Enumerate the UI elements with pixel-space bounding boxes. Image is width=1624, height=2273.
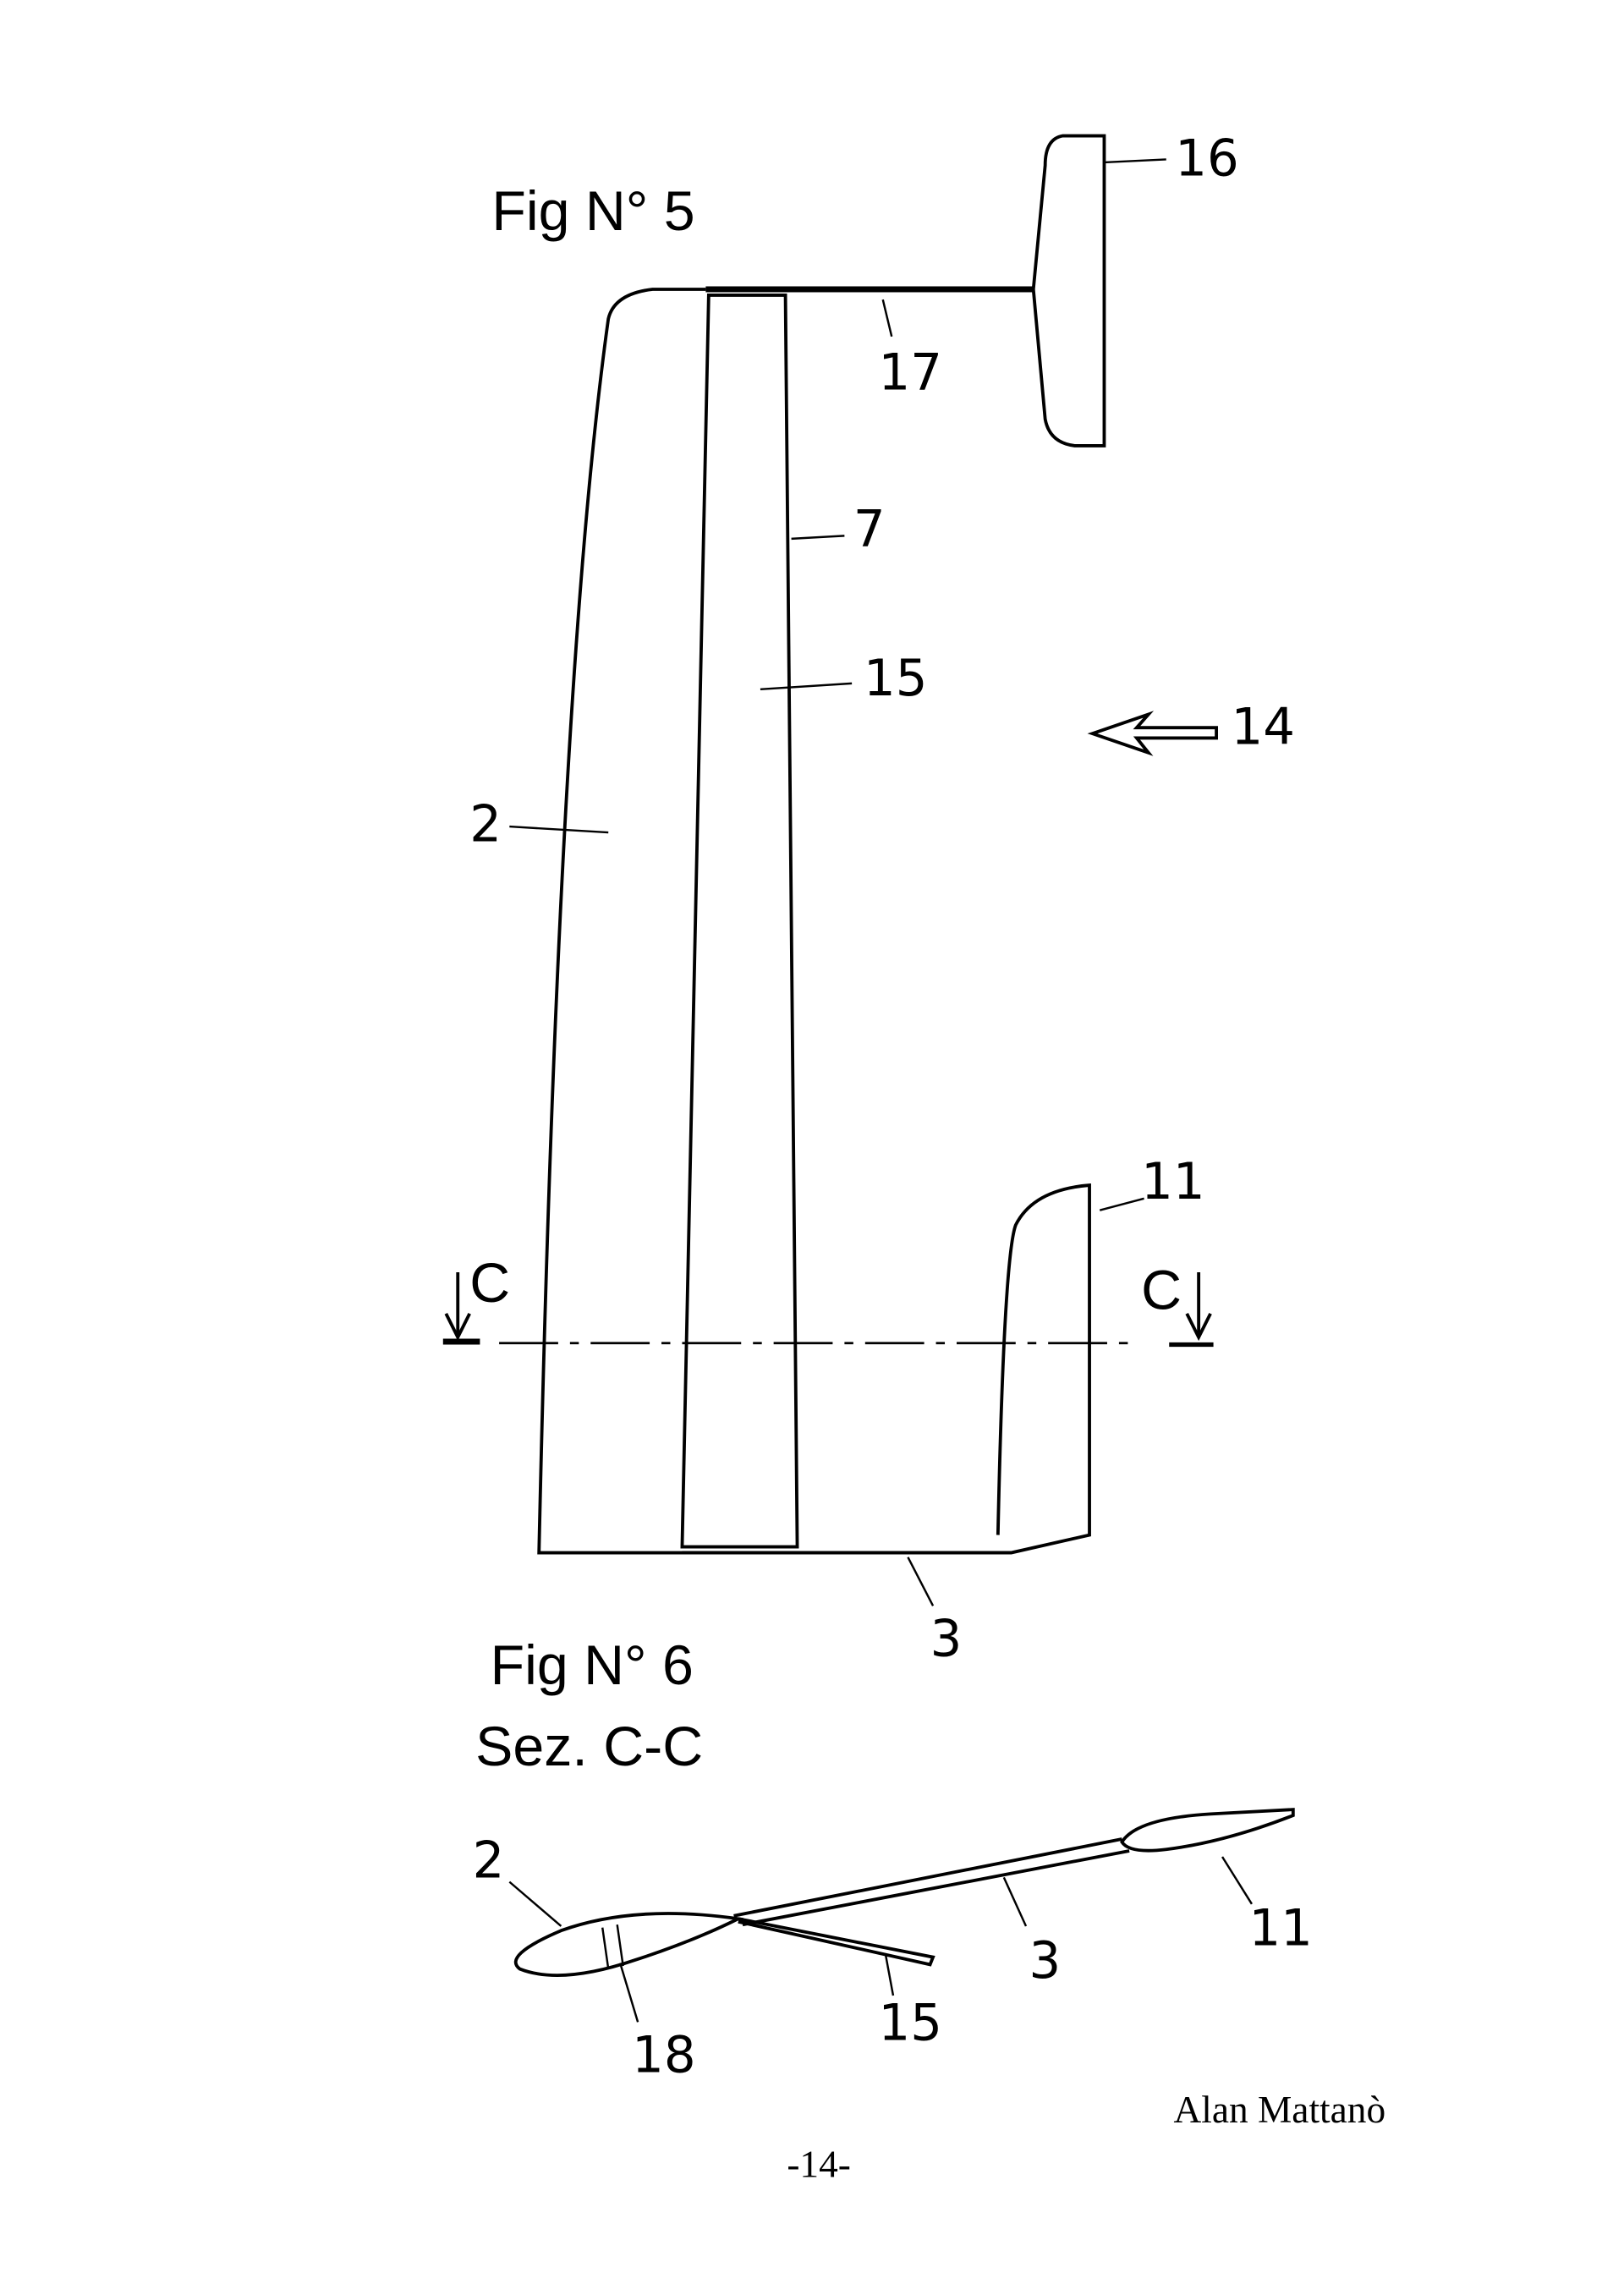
section-label-2: 2: [473, 1831, 505, 1889]
leader-11: [1099, 1197, 1144, 1211]
strip-7: [680, 294, 799, 1549]
section-trailing-3: [733, 1837, 1130, 1927]
leader-2: [509, 825, 609, 834]
label-14: 14: [1232, 697, 1295, 755]
page-number: -14-: [787, 2144, 851, 2186]
leader-15: [760, 682, 853, 691]
section-label-left: C: [469, 1252, 510, 1315]
leader-3: [907, 1557, 935, 1606]
section-label-11: 11: [1248, 1899, 1312, 1957]
label-11: 11: [1141, 1152, 1204, 1211]
section-flap-15: [738, 1917, 935, 1967]
leader-s11: [1221, 1856, 1253, 1905]
section-element-11: [1120, 1808, 1295, 1853]
label-17: 17: [879, 343, 942, 402]
flow-arrow-14-icon: [1087, 711, 1218, 756]
label-2: 2: [469, 795, 502, 854]
leader-s15: [885, 1955, 895, 1996]
label-16: 16: [1175, 129, 1238, 188]
label-15: 15: [864, 649, 927, 707]
section-label-15: 15: [879, 1993, 942, 2051]
fig6-subtitle: Sez. C-C: [475, 1716, 703, 1778]
fig5-title: Fig N° 5: [491, 180, 694, 243]
label-3: 3: [930, 1610, 963, 1668]
leader-s18: [619, 1963, 639, 2023]
leader-17: [881, 299, 893, 338]
author-name: Alan Mattanò: [1173, 2089, 1385, 2131]
leader-s3: [1002, 1876, 1028, 1927]
section-label-3: 3: [1029, 1931, 1061, 1990]
leader-s2: [508, 1880, 562, 1927]
label-7: 7: [853, 500, 886, 558]
section-spar-18: [601, 1924, 624, 1969]
section-airfoil-2: [513, 1912, 744, 1978]
section-marker-left-icon: [442, 1272, 480, 1345]
fin-16: [1031, 134, 1106, 447]
leader-7: [791, 535, 845, 541]
section-marker-right-icon: [1169, 1272, 1214, 1348]
boom-17: [705, 286, 1034, 293]
section-label-right: C: [1141, 1260, 1182, 1322]
section-label-18: 18: [632, 2026, 695, 2084]
wing-2-outline: [537, 288, 1091, 1555]
leader-16: [1104, 158, 1166, 164]
fig6-title: Fig N° 6: [491, 1634, 694, 1697]
